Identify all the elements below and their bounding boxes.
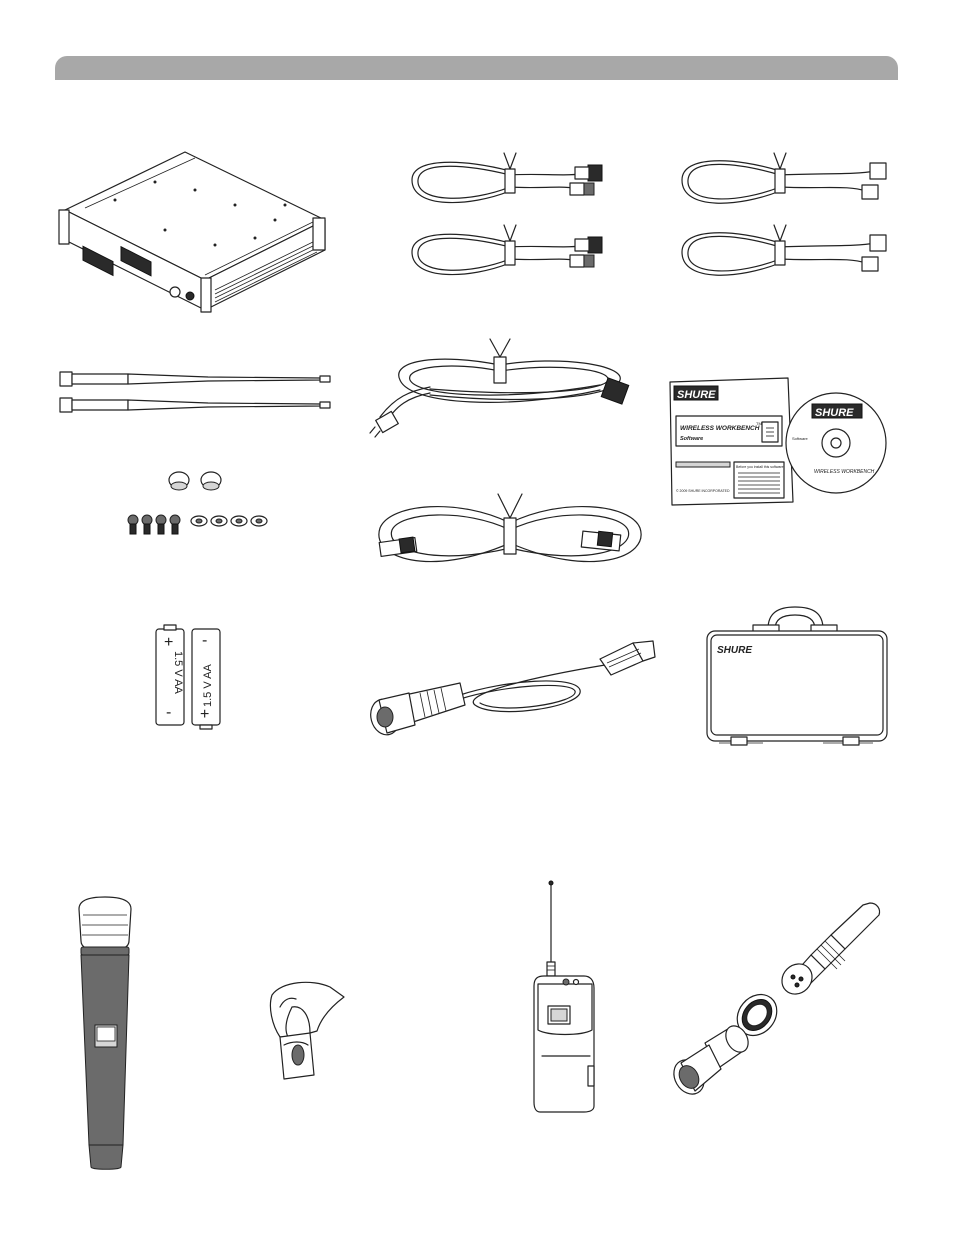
ta4f-connector-parts-image [665, 893, 890, 1103]
battery-2-label: 1.5 V AA [202, 664, 214, 707]
bnc-cable-pair-long-image [680, 145, 900, 295]
bodypack-transmitter-image [528, 880, 603, 1115]
cd-brand-logo: SHURE [815, 407, 854, 419]
handheld-transmitter-image [73, 895, 138, 1175]
booklet-brand-logo: SHURE [677, 389, 716, 401]
power-cord-image [370, 335, 640, 445]
battery-1-minus: - [166, 704, 171, 721]
booklet-trademark: TM [756, 421, 762, 426]
battery-2-minus: - [202, 632, 207, 649]
software-booklet-and-cd-image: SHURE WIRELESS WORKBENCH TM Software Bef… [668, 378, 898, 506]
booklet-subtitle: Software [680, 436, 703, 442]
microphone-clip-image [262, 975, 352, 1080]
flat-network-cable-image [370, 488, 650, 588]
cd-software-label: Software [792, 436, 809, 441]
receiver-rack-unit-image [55, 150, 335, 315]
case-brand-logo: SHURE [717, 645, 752, 656]
carrying-case-image: SHURE [703, 603, 893, 751]
battery-2-plus: + [200, 706, 209, 723]
booklet-footer-text: © 2009 SHURE INCORPORATED [676, 489, 730, 493]
booklet-notice-title: Before you install this software [736, 465, 784, 469]
section-header-bar [55, 56, 898, 80]
xlr-to-rj45-cable-image [365, 635, 660, 750]
antenna-pair-image [58, 368, 333, 418]
battery-1-label: 1.5 V AA [172, 651, 184, 694]
aa-batteries-image: + - 1.5 V AA - + 1.5 V AA [152, 625, 232, 730]
bnc-cable-pair-short-image [410, 145, 625, 295]
battery-1-plus: + [164, 634, 173, 651]
booklet-title: WIRELESS WORKBENCH [680, 425, 760, 432]
cd-title: WIRELESS WORKBENCH [814, 469, 875, 475]
rack-hardware-image [115, 468, 275, 543]
